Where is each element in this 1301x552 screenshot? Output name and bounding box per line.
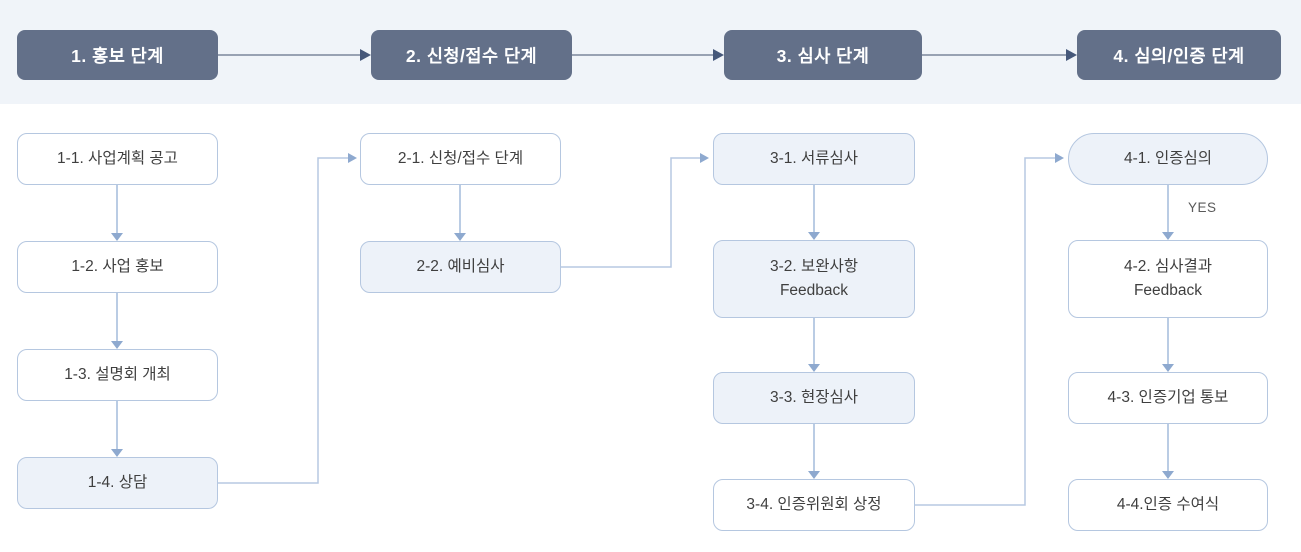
- wire-2-2-to-3-1: [561, 153, 709, 268]
- wire-3-4-to-4-1: [915, 153, 1064, 506]
- stage-arrow-3-4: [922, 49, 1077, 61]
- node-2-1-application-reception: 2-1. 신청/접수 단계: [360, 133, 561, 185]
- down-arrow-1-1-to-1-2: [111, 185, 123, 241]
- node-4-4-certification-ceremony: 4-4.인증 수여식: [1068, 479, 1268, 531]
- stage-header-review: 3. 심사 단계: [724, 30, 922, 80]
- node-1-1-business-plan-notice: 1-1. 사업계획 공고: [17, 133, 218, 185]
- node-3-4-certification-committee: 3-4. 인증위원회 상정: [713, 479, 915, 531]
- wire-1-4-to-2-1: [218, 153, 357, 484]
- stage-header-certification: 4. 심의/인증 단계: [1077, 30, 1281, 80]
- node-3-2-supplement-feedback: 3-2. 보완사항 Feedback: [713, 240, 915, 318]
- down-arrow-3-3-to-3-4: [808, 424, 820, 479]
- down-arrow-2-1-to-2-2: [454, 185, 466, 241]
- node-1-2-business-promotion: 1-2. 사업 홍보: [17, 241, 218, 293]
- node-1-4-consultation: 1-4. 상담: [17, 457, 218, 509]
- down-arrow-1-2-to-1-3: [111, 293, 123, 349]
- stage-arrow-1-2: [218, 49, 371, 61]
- down-arrow-4-3-to-4-4: [1162, 424, 1174, 479]
- node-3-1-document-review: 3-1. 서류심사: [713, 133, 915, 185]
- down-arrow-3-1-to-3-2: [808, 185, 820, 240]
- stage-header-application: 2. 신청/접수 단계: [371, 30, 572, 80]
- stage-header-promotion: 1. 홍보 단계: [17, 30, 218, 80]
- node-4-1-certification-deliberation: 4-1. 인증심의: [1068, 133, 1268, 185]
- node-3-3-onsite-review: 3-3. 현장심사: [713, 372, 915, 424]
- edge-label-yes: YES: [1188, 200, 1217, 215]
- down-arrow-1-3-to-1-4: [111, 401, 123, 457]
- down-arrow-4-1-to-4-2: [1162, 185, 1174, 240]
- node-4-3-certified-company-notice: 4-3. 인증기업 통보: [1068, 372, 1268, 424]
- down-arrow-4-2-to-4-3: [1162, 318, 1174, 372]
- node-4-2-review-result-feedback: 4-2. 심사결과 Feedback: [1068, 240, 1268, 318]
- node-2-2-preliminary-review: 2-2. 예비심사: [360, 241, 561, 293]
- stage-arrow-2-3: [572, 49, 724, 61]
- down-arrow-3-2-to-3-3: [808, 318, 820, 372]
- node-1-3-briefing-session: 1-3. 설명회 개최: [17, 349, 218, 401]
